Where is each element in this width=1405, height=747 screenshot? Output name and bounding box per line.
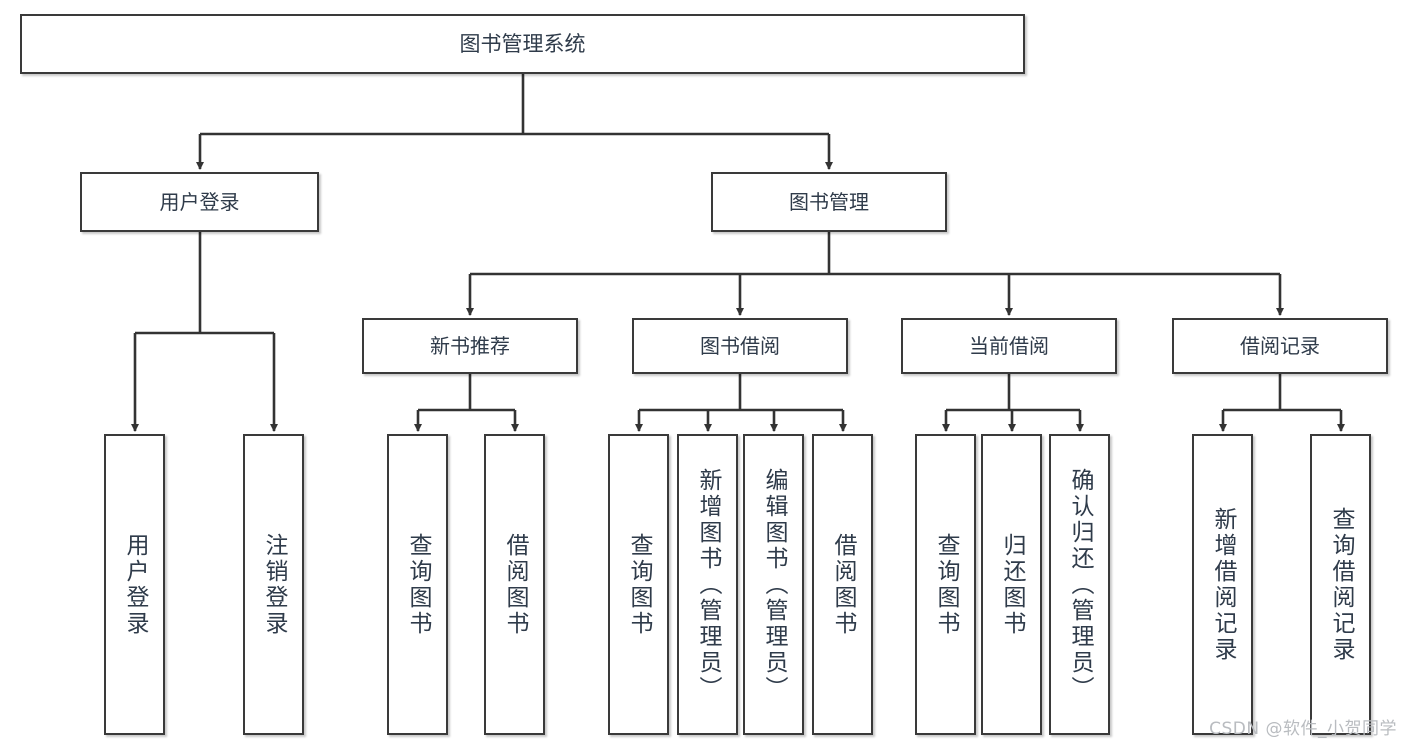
node-leaf-add-record[interactable]: 新增借阅记录	[1192, 434, 1253, 735]
node-label: 借阅记录	[1240, 333, 1320, 358]
node-leaf-add-book[interactable]: 新增图书（管理员）	[677, 434, 738, 735]
node-label: 注销登录	[261, 532, 287, 637]
node-leaf-user-logout[interactable]: 注销登录	[243, 434, 304, 735]
node-label: 图书借阅	[700, 333, 780, 358]
node-leaf-query-book-2[interactable]: 查询图书	[608, 434, 669, 735]
node-current-borrow[interactable]: 当前借阅	[901, 318, 1117, 374]
node-book-borrow[interactable]: 图书借阅	[632, 318, 848, 374]
node-label: 图书管理	[789, 189, 869, 214]
node-leaf-edit-book[interactable]: 编辑图书（管理员）	[743, 434, 804, 735]
node-label: 当前借阅	[969, 333, 1049, 358]
node-leaf-user-login[interactable]: 用户登录	[104, 434, 165, 735]
node-label: 新增图书（管理员）	[695, 467, 721, 702]
node-label: 借阅图书	[830, 532, 856, 637]
node-leaf-query-record[interactable]: 查询借阅记录	[1310, 434, 1371, 735]
node-label: 新书推荐	[430, 333, 510, 358]
node-label: 确认归还（管理员）	[1067, 467, 1093, 702]
node-label: 查询图书	[933, 532, 959, 637]
node-root[interactable]: 图书管理系统	[20, 14, 1025, 74]
node-leaf-borrow-book-2[interactable]: 借阅图书	[812, 434, 873, 735]
node-leaf-query-book-3[interactable]: 查询图书	[915, 434, 976, 735]
node-label: 用户登录	[122, 532, 148, 637]
node-leaf-return-book[interactable]: 归还图书	[981, 434, 1042, 735]
node-leaf-confirm-return[interactable]: 确认归还（管理员）	[1049, 434, 1110, 735]
node-label: 图书管理系统	[459, 31, 586, 56]
node-new-book-rec[interactable]: 新书推荐	[362, 318, 578, 374]
node-label: 新增借阅记录	[1210, 506, 1236, 663]
node-leaf-query-book-1[interactable]: 查询图书	[387, 434, 448, 735]
node-borrow-record[interactable]: 借阅记录	[1172, 318, 1388, 374]
watermark: CSDN @软件_小贺同学	[1209, 719, 1397, 739]
node-label: 查询图书	[405, 532, 431, 637]
node-label: 编辑图书（管理员）	[761, 467, 787, 702]
node-label: 借阅图书	[502, 532, 528, 637]
node-book-manage[interactable]: 图书管理	[711, 172, 947, 232]
node-user-login[interactable]: 用户登录	[80, 172, 319, 232]
node-label: 用户登录	[159, 189, 240, 214]
node-label: 查询借阅记录	[1328, 506, 1354, 663]
node-label: 归还图书	[999, 532, 1025, 637]
node-label: 查询图书	[626, 532, 652, 637]
node-leaf-borrow-book-1[interactable]: 借阅图书	[484, 434, 545, 735]
